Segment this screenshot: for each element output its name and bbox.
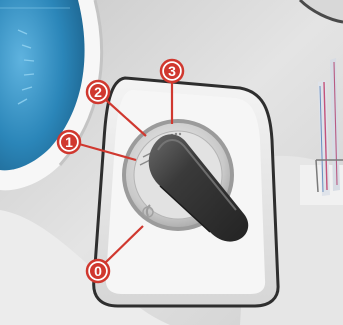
callout-2: 2 [87, 81, 109, 103]
callout-2-label: 2 [94, 84, 102, 100]
callout-1: 1 [58, 131, 80, 153]
callout-0-label: 0 [94, 263, 102, 279]
callout-3: 3 [161, 60, 183, 82]
callout-0: 0 [87, 260, 109, 282]
callout-1-label: 1 [65, 134, 73, 150]
callout-3-label: 3 [168, 63, 176, 79]
